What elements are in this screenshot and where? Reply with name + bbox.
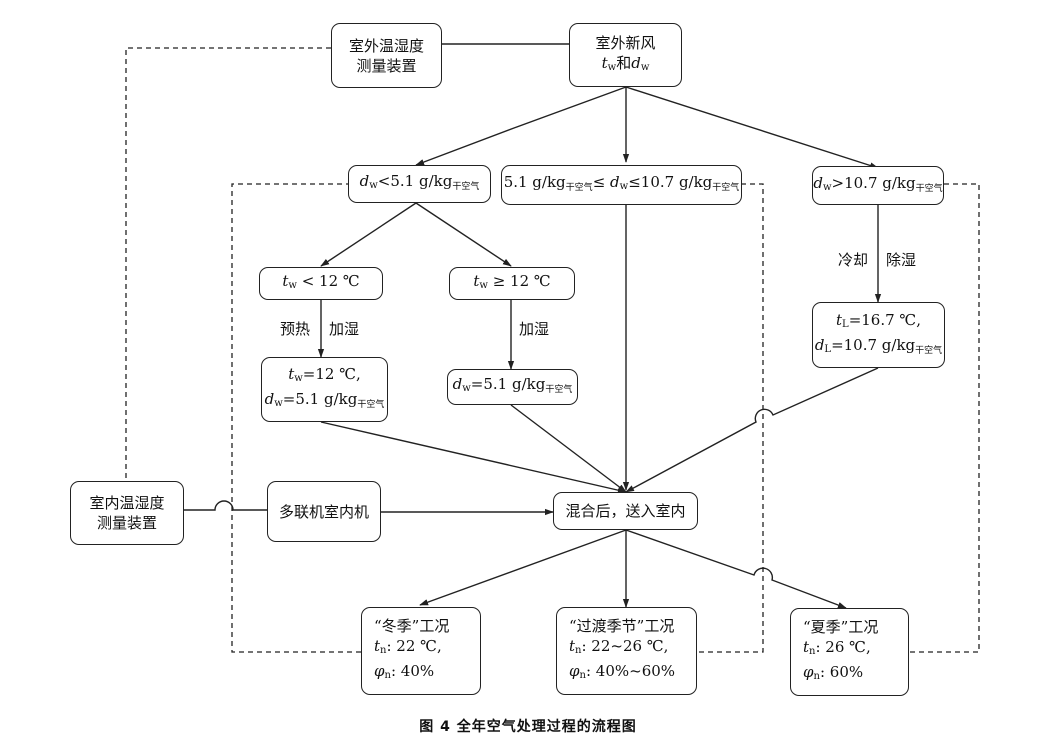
cond-lt12-text: tw < 12 ℃ [282, 272, 360, 291]
edge-humid-mix [510, 404, 627, 493]
state-preheat-line1: tw=12 ℃, [288, 365, 361, 384]
label-preheat: 预热 [280, 320, 311, 338]
branch-high-condition: dw>10.7 g/kg干空气 [813, 173, 943, 194]
label-dehumidify: 除湿 [886, 251, 917, 269]
branch-low-box: dw<5.1 g/kg干空气 [348, 165, 491, 203]
branch-mid-condition: 5.1 g/kg干空气≤ dw≤10.7 g/kg干空气 [503, 173, 740, 193]
outdoor-air-box: 室外新风 tw和dw [569, 23, 682, 87]
edge-sensor-indoor [184, 500, 267, 511]
dashed-loop-right [909, 183, 980, 653]
mix-box: 混合后，送入室内 [553, 492, 698, 530]
winter-temp: tn: 22 ℃, [374, 637, 442, 656]
transition-box: “过渡季节”工况 tn: 22~26 ℃, φn: 40%~60% [556, 607, 697, 695]
label-cooling: 冷却 [838, 251, 869, 269]
figure-caption: 图 4 全年空气处理过程的流程图 [419, 719, 637, 735]
branch-mid-box: 5.1 g/kg干空气≤ dw≤10.7 g/kg干空气 [501, 165, 742, 205]
edge-mix-winter [419, 529, 627, 606]
branch-high-box: dw>10.7 g/kg干空气 [812, 166, 944, 205]
edge-outdoor-low [416, 86, 627, 165]
edge-cool-mix [625, 367, 879, 493]
outdoor-sensor-line1: 室外温湿度 [348, 36, 424, 55]
winter-box: “冬季”工况 tn: 22 ℃, φn: 40% [361, 607, 481, 695]
edge-low-lt12 [320, 202, 417, 267]
winter-rh: φn: 40% [374, 662, 435, 681]
state-humid-text: dw=5.1 g/kg干空气 [452, 375, 573, 395]
indoor-sensor-box: 室内温湿度 测量装置 [70, 481, 184, 545]
state-preheat-box: tw=12 ℃, dw=5.1 g/kg干空气 [261, 357, 388, 422]
winter-title: “冬季”工况 [374, 617, 450, 635]
dashed-loop-left [231, 183, 361, 653]
transition-rh: φn: 40%~60% [569, 662, 676, 681]
mix-label: 混合后，送入室内 [565, 502, 686, 520]
branch-low-condition: dw<5.1 g/kg干空气 [359, 172, 480, 192]
outdoor-sensor-line2: 测量装置 [356, 56, 417, 75]
label-humidify-mid: 加湿 [519, 320, 550, 338]
cond-ge12-text: tw ≥ 12 ℃ [473, 272, 551, 291]
vrf-indoor-box: 多联机室内机 [267, 481, 381, 542]
summer-title: “夏季”工况 [803, 618, 879, 636]
indoor-sensor-line2: 测量装置 [96, 514, 157, 532]
summer-rh: φn: 60% [803, 663, 864, 682]
summer-temp: tn: 26 ℃, [803, 638, 871, 657]
summer-box: “夏季”工况 tn: 26 ℃, φn: 60% [790, 608, 909, 696]
transition-temp: tn: 22~26 ℃, [569, 637, 669, 656]
transition-title: “过渡季节”工况 [569, 617, 675, 635]
outdoor-sensor-box: 室外温湿度 测量装置 [331, 23, 442, 88]
cond-lt12-box: tw < 12 ℃ [259, 267, 383, 300]
vrf-indoor-label: 多联机室内机 [278, 502, 369, 521]
state-humid-box: dw=5.1 g/kg干空气 [447, 369, 578, 405]
cond-ge12-box: tw ≥ 12 ℃ [449, 267, 575, 300]
state-cool-line1: tL=16.7 ℃, [836, 310, 921, 330]
edge-outdoor-high [625, 86, 879, 169]
edge-mix-summer [625, 529, 847, 609]
state-cool-line2: dL=10.7 g/kg干空气 [814, 335, 943, 356]
outdoor-air-title: 室外新风 [595, 33, 656, 52]
edge-preheat-mix [320, 421, 627, 494]
outdoor-air-vars: tw和dw [601, 53, 650, 73]
edge-low-ge12 [415, 202, 512, 267]
indoor-sensor-line1: 室内温湿度 [89, 494, 165, 512]
state-cool-box: tL=16.7 ℃, dL=10.7 g/kg干空气 [812, 302, 945, 368]
dashed-loop-mid [697, 183, 764, 653]
state-preheat-line2: dw=5.1 g/kg干空气 [264, 390, 385, 410]
label-humidify-left: 加湿 [329, 320, 360, 338]
